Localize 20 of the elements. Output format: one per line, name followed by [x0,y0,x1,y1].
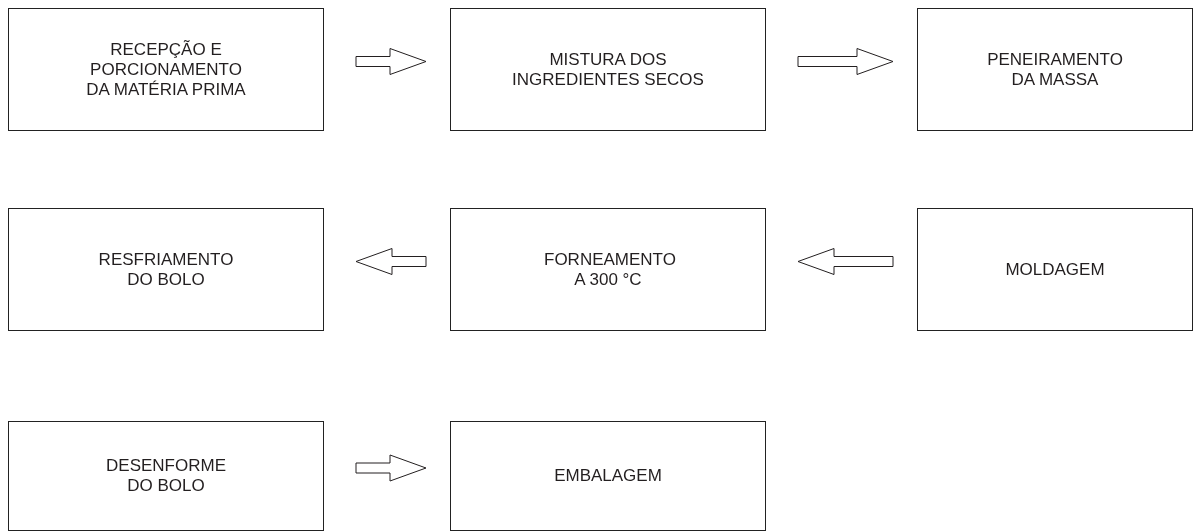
block-arrow [355,454,427,482]
process-box [450,8,766,131]
process-box [450,421,766,531]
process-box [917,8,1193,131]
process-label: RESFRIAMENTO DO BOLO [97,249,235,290]
block-arrow [797,248,894,275]
process-box [917,208,1193,331]
process-label: EMBALAGEM [554,466,662,486]
process-box [8,8,324,131]
process-box [8,421,324,531]
process-label: MOLDAGEM [1005,259,1105,280]
process-box [8,208,324,331]
process-box [450,208,766,331]
process-label: MISTURA DOS INGREDIENTES SECOS [511,49,705,90]
process-label: DESENFORME DO BOLO [105,456,227,496]
process-label: PENEIRAMENTO DA MASSA [986,49,1124,90]
block-arrow [797,48,894,75]
process-label: RECEPÇÃO E PORCIONAMENTO DA MATÉRIA PRIMA [85,39,247,100]
block-arrow [355,248,427,275]
block-arrow [355,48,427,75]
